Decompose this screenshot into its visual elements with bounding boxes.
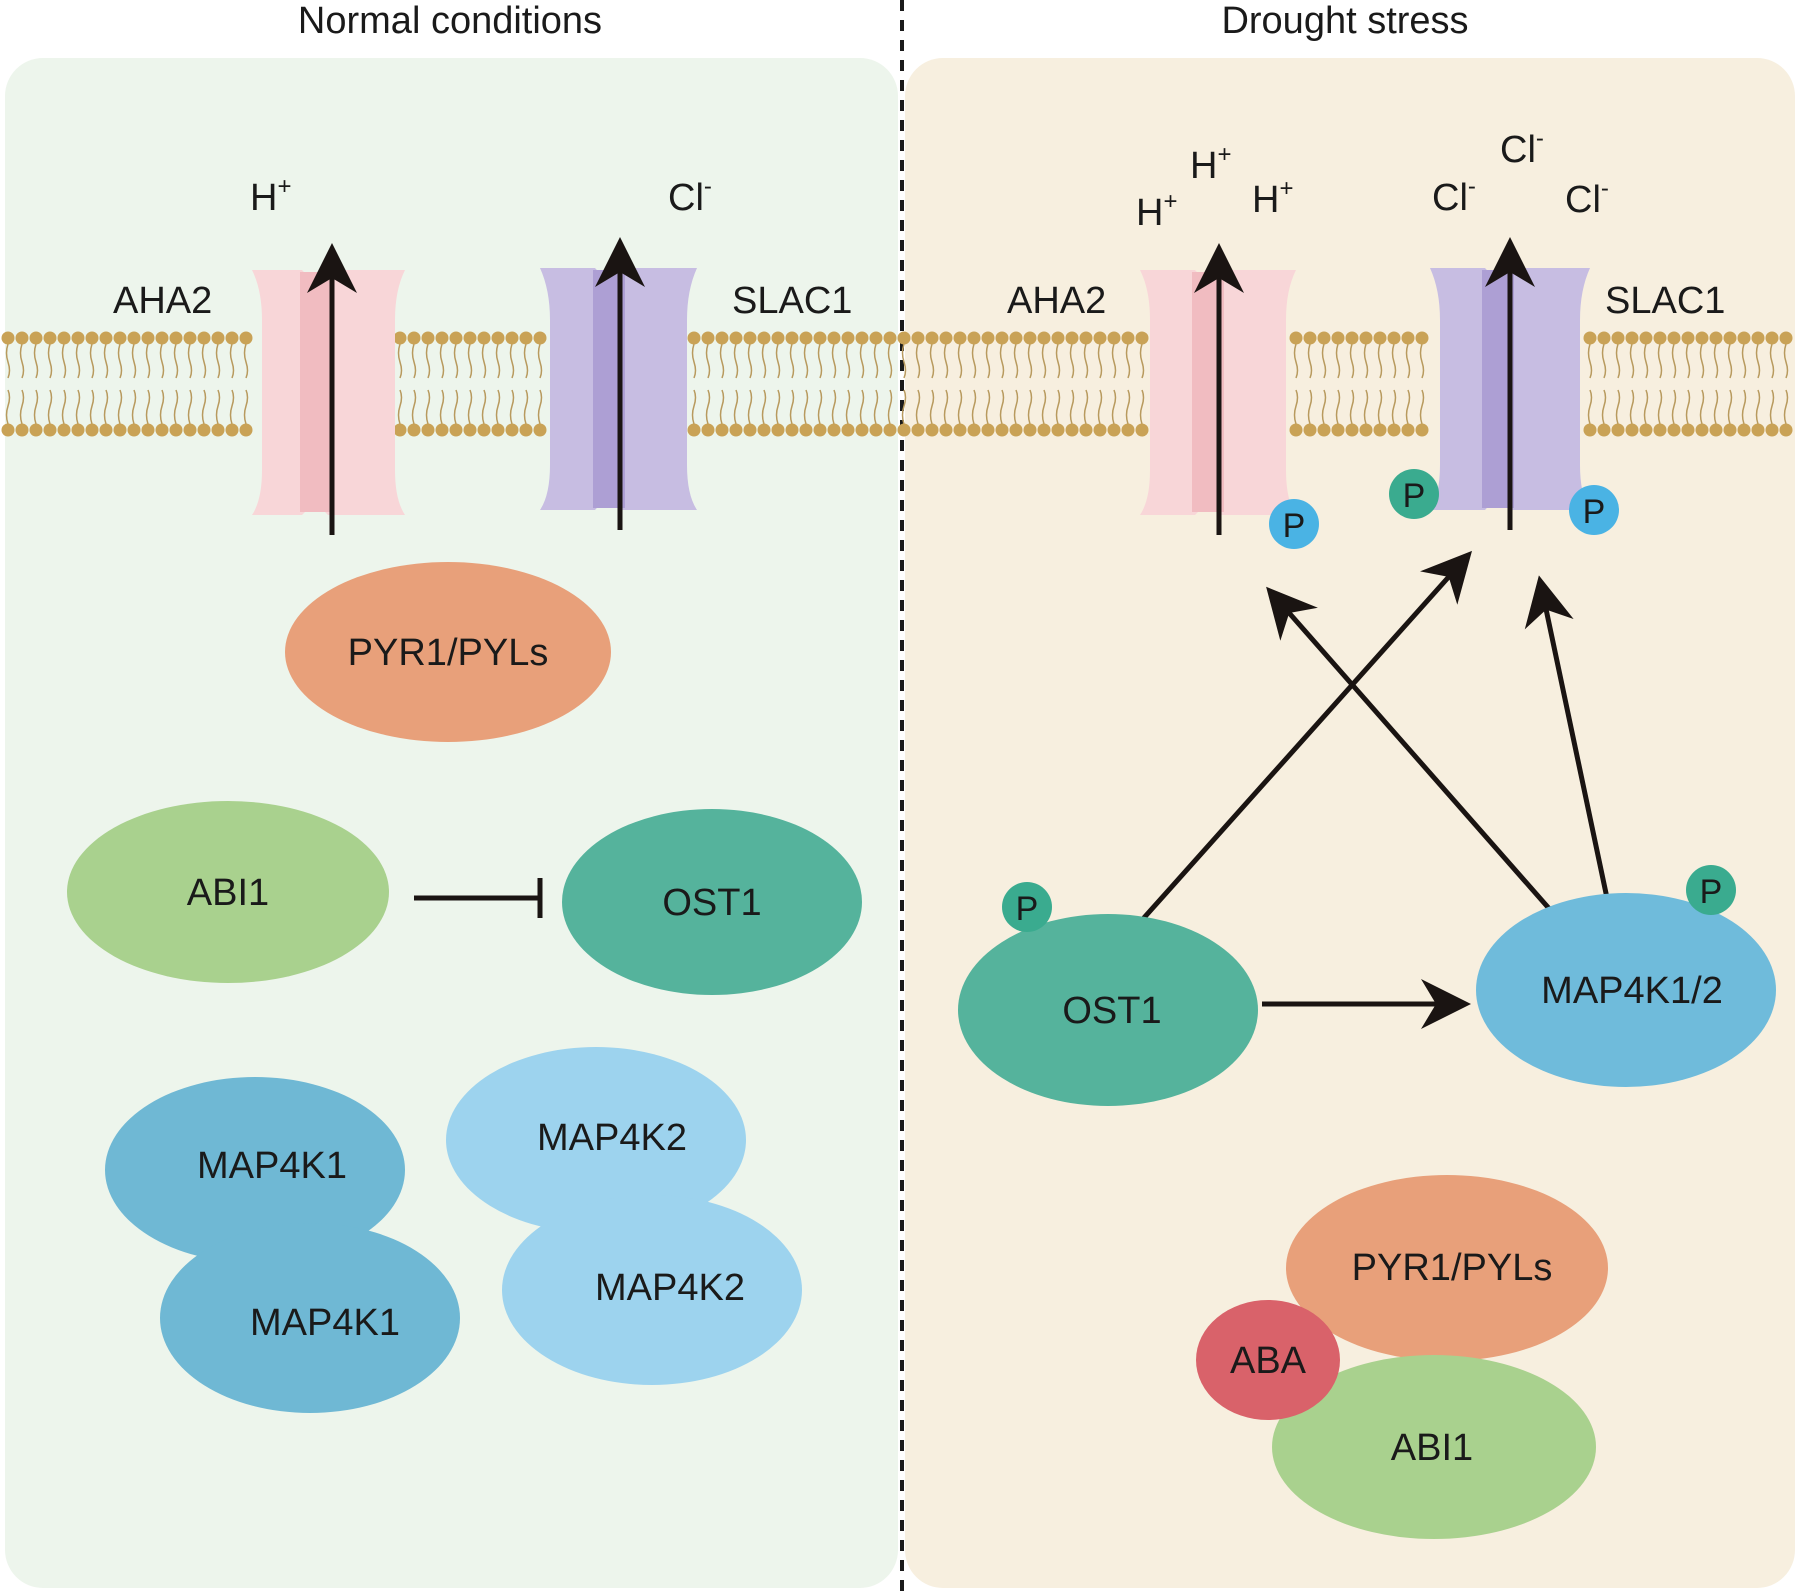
cl-ion-drought-left: Cl- (1432, 173, 1476, 219)
phospho-slac1-teal: P (1389, 469, 1439, 519)
map4k2-label-bottom: MAP4K2 (595, 1267, 745, 1309)
h-ion-normal: H+ (250, 173, 291, 219)
aha2-label-normal: AHA2 (113, 280, 212, 322)
pyr-label-drought: PYR1/PYLs (1352, 1247, 1553, 1289)
map4k12-ellipse (1476, 893, 1776, 1087)
arrow-ost1-to-slac1 (1140, 550, 1472, 922)
svg-text:P: P (1403, 477, 1426, 515)
map4k12-label: MAP4K1/2 (1541, 970, 1723, 1012)
abi1-label-normal: ABI1 (187, 872, 269, 914)
phospho-aha2-blue: P (1269, 499, 1319, 549)
abi1-ellipse-normal (67, 801, 389, 983)
cl-ion-normal: Cl- (668, 173, 712, 219)
pyr-ellipse-normal (285, 562, 611, 742)
svg-text:P: P (1700, 873, 1723, 911)
svg-text:P: P (1016, 890, 1039, 928)
map4k1-label-top: MAP4K1 (197, 1145, 347, 1187)
slac1-label-drought: SLAC1 (1605, 280, 1725, 322)
svg-text:P: P (1283, 507, 1306, 545)
arrow-map4k-to-slac1 (1524, 575, 1610, 899)
svg-text:P: P (1583, 493, 1606, 531)
aha2-label-drought: AHA2 (1007, 280, 1106, 322)
pyr-ellipse-drought (1286, 1175, 1608, 1361)
ost1-ellipse-normal (562, 809, 862, 995)
aba-label: ABA (1230, 1340, 1307, 1382)
map4k1-ellipse-top (105, 1077, 405, 1263)
inhibition-arrow (414, 878, 543, 918)
aha2-channel-normal (252, 270, 405, 515)
h-ion-drought-right: H+ (1252, 175, 1293, 221)
abi1-label-drought: ABI1 (1391, 1427, 1473, 1469)
ost1-label-normal: OST1 (662, 882, 761, 924)
map4k1-label-bottom: MAP4K1 (250, 1302, 400, 1344)
cl-ion-drought-right: Cl- (1565, 175, 1609, 221)
phospho-map4k12: P (1686, 865, 1736, 915)
cl-ion-drought-top: Cl- (1500, 125, 1544, 171)
phospho-slac1-blue: P (1569, 485, 1619, 535)
abi1-ellipse-drought (1272, 1355, 1596, 1539)
map4k2-ellipse-top (446, 1047, 746, 1233)
phospho-ost1: P (1002, 882, 1052, 932)
pyr-label-normal: PYR1/PYLs (348, 632, 549, 674)
drought-title: Drought stress (1221, 0, 1468, 42)
lipid-bilayer (1, 331, 1793, 437)
map4k2-ellipse-bottom (502, 1195, 802, 1385)
h-ion-drought-left: H+ (1136, 188, 1177, 234)
normal-title: Normal conditions (298, 0, 602, 42)
map4k1-ellipse-bottom (160, 1223, 460, 1413)
map4k2-label-top: MAP4K2 (537, 1117, 687, 1159)
ost1-label-drought: OST1 (1062, 990, 1161, 1032)
arrow-map4k-to-aha2 (1266, 586, 1555, 915)
ost1-ellipse-drought (958, 914, 1258, 1106)
slac1-label-normal: SLAC1 (732, 280, 852, 322)
aba-ellipse (1196, 1300, 1340, 1420)
h-ion-drought-top: H+ (1190, 141, 1231, 187)
